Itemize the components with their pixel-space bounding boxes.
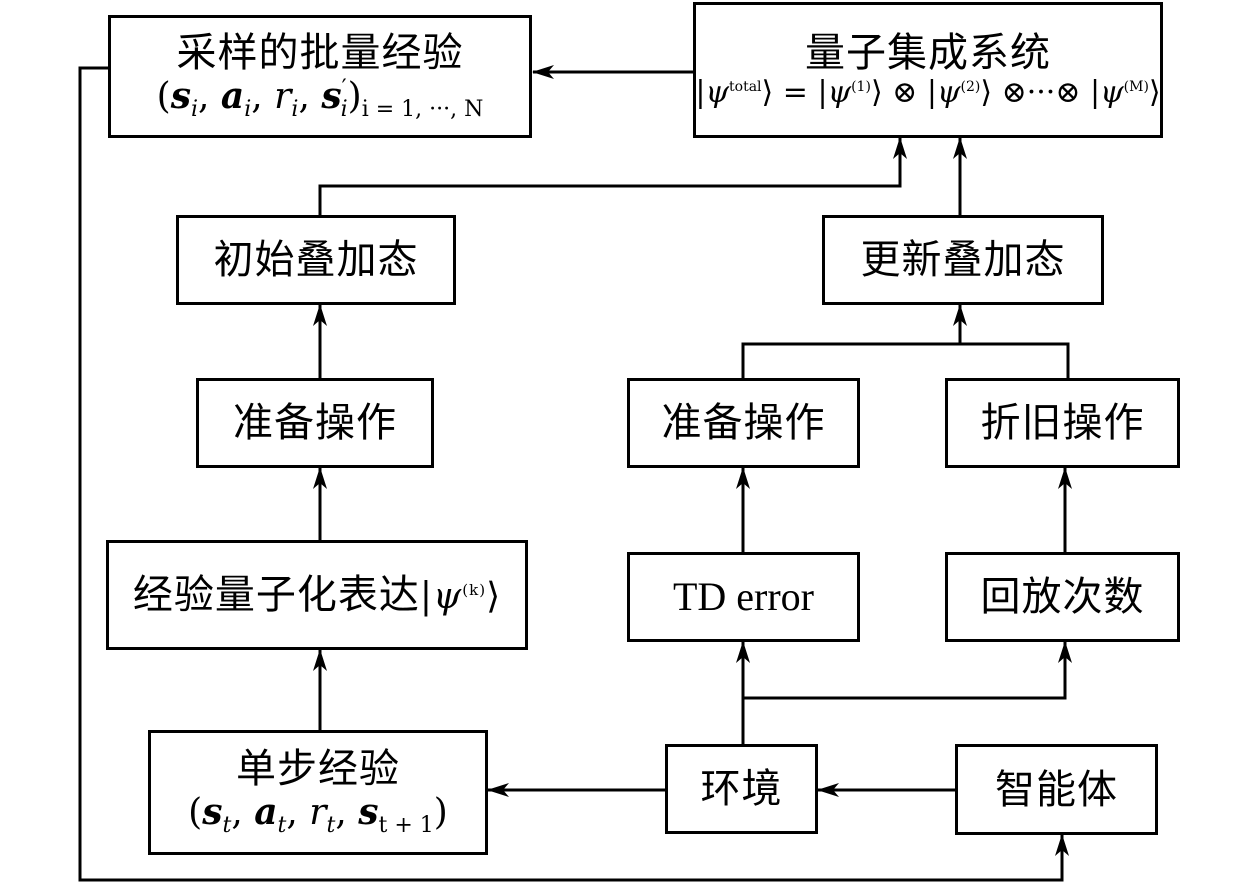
sup-2: (2) [960, 78, 981, 95]
total-superscript: total [729, 78, 762, 95]
node-prepare-left: 准备操作 [196, 378, 434, 468]
environment-label: 环境 [700, 766, 783, 812]
single-step-formula: (st, at, rt, st + 1) [188, 791, 448, 839]
replay-count-label: 回放次数 [980, 574, 1145, 620]
node-depreciation: 折旧操作 [945, 378, 1180, 468]
prepare-left-label: 准备操作 [233, 400, 397, 446]
single-step-label: 单步经验 [236, 746, 400, 793]
depreciation-label: 折旧操作 [980, 400, 1145, 446]
quantized-expression-label: 经验量子化表达 [132, 572, 420, 618]
arrow-initial-to-system [318, 137, 907, 215]
sup-1: (1) [851, 78, 871, 95]
node-prepare-right: 准备操作 [627, 378, 860, 468]
sampled-batch-label: 采样的批量经验 [176, 30, 464, 77]
update-superposition-label: 更新叠加态 [860, 237, 1066, 283]
agent-label: 智能体 [995, 766, 1118, 813]
k-superscript: (k) [462, 581, 487, 599]
initial-superposition-label: 初始叠加态 [213, 237, 419, 283]
node-initial-superposition: 初始叠加态 [176, 215, 456, 305]
sampled-batch-formula: (si, ai, ri, s′i)i = 1, ···, N [156, 75, 484, 123]
node-single-step: 单步经验 (st, at, rt, st + 1) [148, 730, 488, 855]
sup-m: (M) [1123, 78, 1149, 95]
batch-range: i = 1, ···, N [361, 97, 484, 123]
node-update-superposition: 更新叠加态 [822, 215, 1104, 305]
node-sampled-batch: 采样的批量经验 (si, ai, ri, s′i)i = 1, ···, N [108, 15, 532, 138]
line-merge-to-update [741, 342, 1070, 378]
node-replay-count: 回放次数 [945, 552, 1180, 642]
node-quantum-system: 量子集成系统 |ψtotal⟩ = |ψ(1)⟩ ⊗ |ψ(2)⟩ ⊗···⊗ … [693, 2, 1163, 138]
quantized-expression-content: 经验量子化表达|ψ(k)⟩ [133, 572, 501, 618]
td-error-label: TD error [672, 574, 815, 619]
arrow-env-to-replay [743, 641, 1072, 700]
node-environment: 环境 [665, 744, 818, 834]
t-plus-1: t + 1 [378, 813, 434, 839]
quantized-state: |ψ(k)⟩ [419, 576, 502, 617]
node-agent: 智能体 [955, 744, 1158, 835]
arrow-batch-to-agent [78, 66, 1069, 882]
node-td-error: TD error [627, 552, 860, 642]
quantum-system-label: 量子集成系统 [805, 29, 1051, 76]
node-quantized-expression: 经验量子化表达|ψ(k)⟩ [106, 540, 528, 650]
quantum-system-formula: |ψtotal⟩ = |ψ(1)⟩ ⊗ |ψ(2)⟩ ⊗···⊗ |ψ(M)⟩ [695, 74, 1161, 110]
prepare-right-label: 准备操作 [661, 400, 826, 446]
